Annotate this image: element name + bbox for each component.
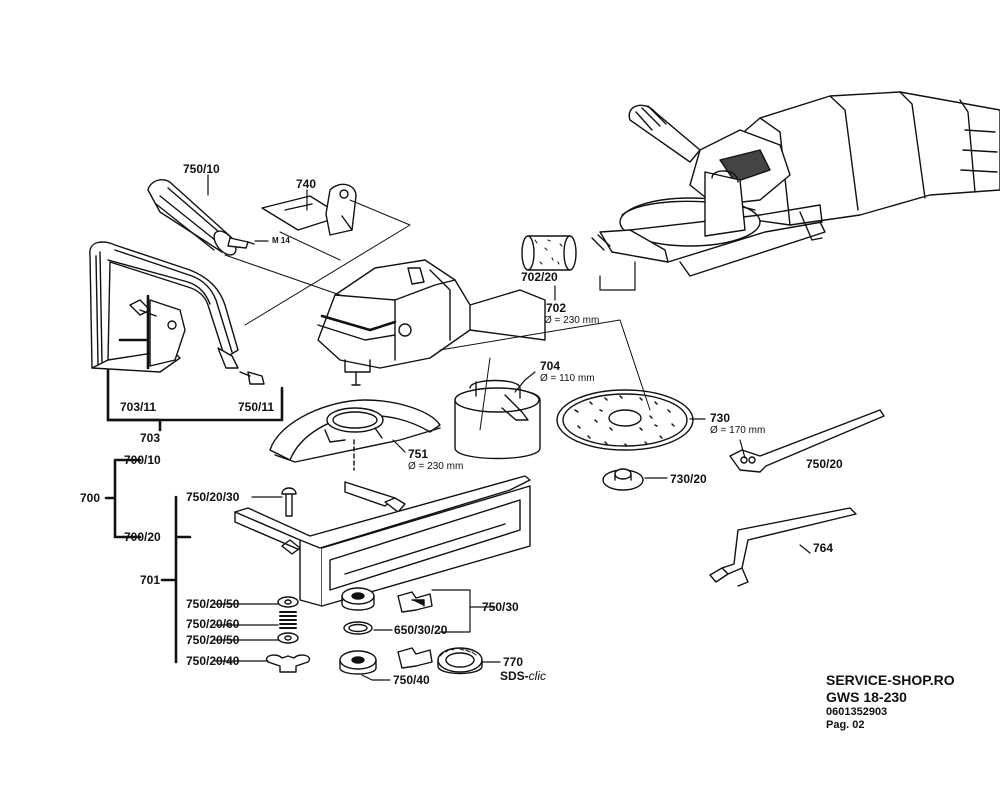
connector-line (225, 200, 410, 325)
label-730-diameter: Ø = 170 mm (710, 425, 766, 436)
label-750-20-60: 750/20/60 (186, 617, 240, 631)
model-name: GWS 18-230 (826, 689, 907, 705)
label-702: 702 (546, 301, 567, 315)
label-701: 701 (140, 573, 161, 587)
label-700-20: 700/20 (124, 530, 161, 544)
label-751-diameter: Ø = 230 mm (408, 461, 464, 472)
label-704-diameter: Ø = 110 mm (540, 373, 595, 384)
connector-line (440, 320, 650, 430)
bracket-740 (262, 184, 356, 235)
grouping-brackets (106, 296, 282, 662)
label-702-diameter: Ø = 230 mm (544, 315, 600, 326)
label-704: 704 (540, 359, 561, 373)
label-730: 730 (710, 411, 731, 425)
label-700-10: 700/10 (124, 453, 161, 467)
label-m14: M 14 (272, 236, 290, 245)
cutting-disc-730 (557, 390, 693, 450)
label-750-20-50-b: 750/20/50 (186, 633, 240, 647)
screw-750-20-30 (282, 488, 296, 516)
label-751: 751 (408, 447, 429, 461)
label-703-11: 703/11 (120, 400, 157, 414)
page-number: Pag. 02 (826, 719, 865, 731)
label-750-30: 750/30 (482, 600, 519, 614)
label-703: 703 (140, 431, 161, 445)
label-750-40: 750/40 (393, 673, 430, 687)
shop-name: SERVICE-SHOP.RO (826, 672, 955, 688)
two-pin-spanner (398, 592, 432, 668)
wheel-guard-751 (270, 400, 440, 470)
label-650-30-20: 650/30/20 (394, 623, 448, 637)
label-750-20-30: 750/20/30 (186, 490, 240, 504)
dust-cylinder-702-20 (522, 236, 576, 270)
guide-bar-703 (90, 242, 264, 384)
extraction-hood-704 (455, 381, 540, 459)
label-702-20: 702/20 (521, 270, 558, 284)
label-750-10-top: 750/10 (183, 162, 220, 176)
flange-nut-750-30 (340, 588, 376, 674)
label-750-20-right: 750/20 (806, 457, 843, 471)
grinder-main-body (318, 260, 545, 385)
part-number: 0601352903 (826, 706, 888, 718)
label-750-20-50-a: 750/20/50 (186, 597, 240, 611)
label-750-11: 750/11 (238, 400, 275, 414)
label-700: 700 (80, 491, 101, 505)
side-handle-750-10 (148, 180, 254, 259)
label-740: 740 (296, 177, 317, 191)
spanner-wrench-750-20 (730, 410, 884, 472)
flange-730-20 (603, 469, 643, 490)
label-750-20-40: 750/20/40 (186, 654, 240, 668)
sds-suffix: clic (528, 669, 547, 683)
callout-lines (208, 175, 810, 680)
assembled-grinder-illustration (592, 92, 1000, 276)
label-770: 770 (503, 655, 524, 669)
label-730-20: 730/20 (670, 472, 707, 486)
hex-key-764 (710, 508, 856, 586)
label-sds-clic: SDS-clic (500, 669, 546, 683)
sds-clic-nut-770 (438, 648, 482, 674)
hardware-stack (267, 597, 310, 672)
parallel-guide-700 (235, 476, 530, 606)
label-764: 764 (813, 541, 834, 555)
sds-prefix: SDS- (500, 669, 529, 683)
